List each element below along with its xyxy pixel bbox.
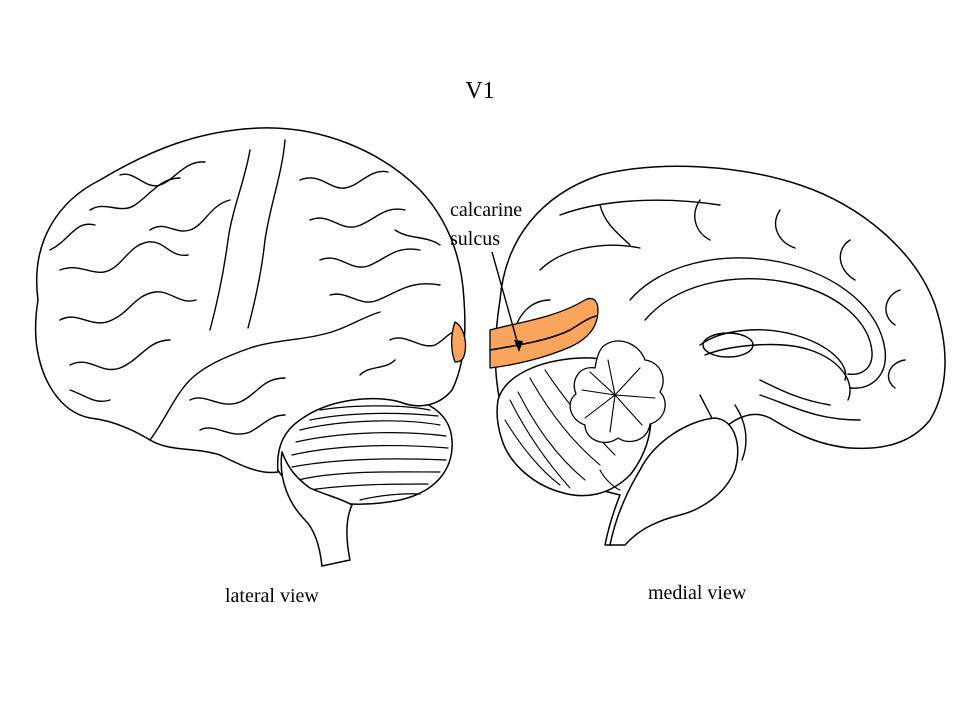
calcarine-label-line2: sulcus: [450, 228, 500, 250]
medial-brainstem: [610, 418, 738, 545]
medial-gyri: [515, 200, 905, 460]
medial-v1-highlight: [490, 298, 598, 368]
calcarine-arrow: [492, 252, 523, 352]
lateral-brainstem: [281, 452, 352, 566]
lateral-cerebellum-folia: [292, 406, 448, 500]
medial-brain: [490, 166, 945, 545]
lateral-gyri: [50, 140, 458, 440]
lateral-view-caption: lateral view: [225, 585, 319, 607]
calcarine-label-line1: calcarine: [450, 199, 523, 221]
lateral-v1-highlight: [452, 322, 466, 362]
arbor-vitae-branches: [582, 360, 655, 432]
lateral-brain: [36, 128, 466, 566]
lateral-hemisphere-outline: [36, 128, 465, 473]
medial-view-caption: medial view: [648, 582, 747, 604]
figure-title: V1: [465, 78, 495, 104]
calcarine-sulcus-line: [490, 316, 596, 350]
